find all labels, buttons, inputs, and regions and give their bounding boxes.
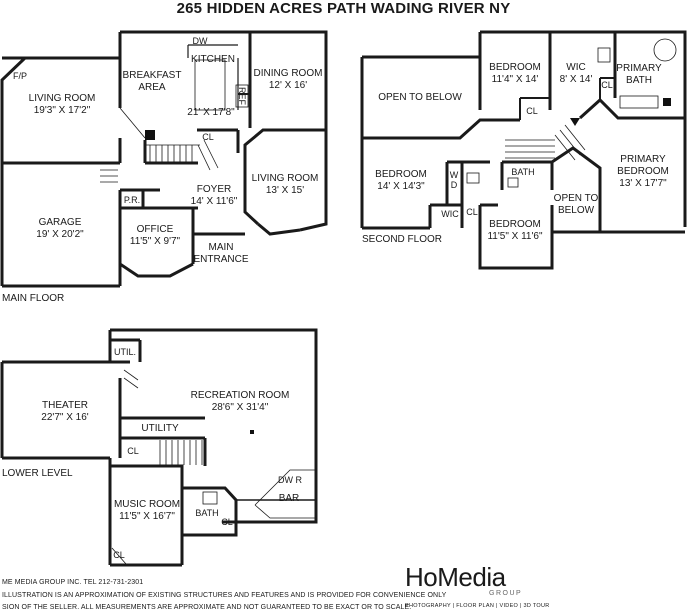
living-room-size: 19'3" X 17'2" (33, 105, 91, 116)
music-room-label: MUSIC ROOM 11'5" X 16'7" (114, 499, 180, 523)
dishwasher-label: DW (192, 36, 208, 46)
theater-name: THEATER (42, 400, 88, 411)
garage-size: 19' X 20'2" (36, 229, 84, 240)
bedroom-1-size: 11'4" X 14' (491, 74, 539, 85)
footer-disclaimer-2: SION OF THE SELLER. ALL MEASUREMENTS ARE… (2, 604, 412, 611)
lower-level-label: LOWER LEVEL (2, 468, 73, 479)
closet-lower-1-label: CL (127, 446, 139, 456)
closet-2-label: CL (601, 80, 613, 90)
main-entrance-name-2: ENTRANCE (193, 254, 249, 265)
office-name: OFFICE (136, 224, 174, 235)
closet-lower-2-label: CL (221, 517, 233, 527)
closet-1-label: CL (526, 106, 538, 116)
bedroom-3-size: 11'5" X 11'6" (487, 231, 543, 242)
primary-bedroom-size: 13' X 17'7" (619, 178, 667, 189)
living-room-2-label: LIVING ROOM 13' X 15' (252, 173, 319, 197)
footer-disclaimer-1: ILLUSTRATION IS AN APPROXIMATION OF EXIS… (2, 592, 447, 599)
bedroom-1-label: BEDROOM 11'4" X 14' (489, 62, 541, 86)
bath-label: BATH (511, 167, 535, 177)
lower-stairs (111, 369, 316, 565)
open-to-below-2-line1: OPEN TO (553, 193, 599, 204)
wic-1-size: 8' X 14' (559, 74, 593, 85)
washer-dryer-label: W D (449, 170, 459, 190)
fireplace-label: F/P (12, 71, 28, 81)
second-floor-label: SECOND FLOOR (362, 234, 443, 245)
primary-bath-name: PRIMARY (616, 63, 662, 74)
main-entrance-label: MAIN ENTRANCE (193, 242, 248, 266)
theater-label: THEATER 22'7" X 16' (41, 400, 88, 424)
bedroom-1-name: BEDROOM (489, 62, 541, 73)
logo-wordmark: HoMedia (405, 562, 506, 592)
wic-1-label: WIC 8' X 14' (560, 62, 593, 86)
closet-3-label: CL (466, 207, 478, 217)
primary-bedroom-name-2: BEDROOM (617, 166, 669, 177)
logo-group-text: GROUP (489, 590, 523, 597)
bar-label: BAR (278, 493, 300, 504)
homedia-logo: HoMedia GROUP PHOTOGRAPHY | FLOOR PLAN |… (405, 562, 549, 612)
music-room-size: 11'5" X 16'7" (119, 511, 175, 522)
music-room-name: MUSIC ROOM (113, 499, 181, 510)
recreation-room-name: RECREATION ROOM (190, 390, 290, 401)
second-floor-walls (360, 30, 687, 270)
primary-bath-label: PRIMARY BATH (616, 63, 661, 87)
kitchen-counters (119, 59, 249, 139)
bedroom-3-label: BEDROOM 11'5" X 11'6" (487, 219, 542, 243)
open-to-below-1: OPEN TO BELOW (378, 92, 462, 103)
util-label: UTIL. (113, 347, 137, 357)
wic-1-name: WIC (566, 62, 586, 73)
foyer-label: FOYER 14' X 11'6" (191, 184, 238, 208)
open-to-below-2: OPEN TO BELOW (554, 193, 599, 217)
footer-company: ME MEDIA GROUP INC. TEL 212-731-2301 (2, 579, 144, 586)
refrigerator-label: REF (237, 87, 247, 105)
dining-room-label: DINING ROOM 12' X 16' (254, 68, 323, 92)
breakfast-area-label: BREAKFAST AREA (123, 70, 182, 94)
lower-bath-label: BATH (195, 508, 219, 518)
primary-bedroom-label: PRIMARY BEDROOM 13' X 17'7" (617, 154, 669, 190)
utility-label: UTILITY (141, 423, 179, 434)
closet-lower-3-label: CL (113, 550, 125, 560)
main-entrance-name: MAIN (208, 242, 234, 253)
bedroom-2-name: BEDROOM (375, 169, 427, 180)
recreation-room-size: 28'6" X 31'4" (211, 402, 269, 413)
property-title: 265 HIDDEN ACRES PATH WADING RIVER NY (176, 0, 511, 17)
lower-level-walls (0, 328, 318, 567)
primary-bedroom-name: PRIMARY (620, 154, 666, 165)
living-room-2-size: 13' X 15' (265, 185, 305, 196)
powder-room-label: P.R. (123, 195, 141, 205)
office-label: OFFICE 11'5" X 9'7" (130, 224, 180, 248)
breakfast-name-2: AREA (138, 82, 166, 93)
primary-bath-name-2: BATH (626, 75, 652, 86)
wic-2-label: WIC (441, 209, 459, 219)
logo-tagline: PHOTOGRAPHY | FLOOR PLAN | VIDEO | 3D TO… (405, 603, 550, 609)
dining-room-name: DINING ROOM (253, 68, 323, 79)
main-floor-walls (0, 30, 328, 288)
second-floor-stairs (466, 38, 677, 188)
dining-room-size: 12' X 16' (268, 80, 308, 91)
foyer-name: FOYER (196, 184, 232, 195)
bedroom-2-label: BEDROOM 14' X 14'3" (375, 169, 427, 193)
office-size: 11'5" X 9'7" (129, 236, 181, 247)
living-room-name: LIVING ROOM (28, 93, 96, 104)
foyer-size: 14' X 11'6" (190, 196, 238, 207)
kitchen-name: KITCHEN (191, 54, 235, 65)
main-floor-label: MAIN FLOOR (2, 293, 65, 304)
living-room-2-name: LIVING ROOM (251, 173, 319, 184)
recreation-room-label: RECREATION ROOM 28'6" X 31'4" (191, 390, 290, 414)
bedroom-2-size: 14' X 14'3" (377, 181, 425, 192)
main-stairs (100, 139, 219, 183)
kitchen-size: 21' X 17'8" (187, 107, 235, 118)
theater-size: 22'7" X 16' (41, 412, 89, 423)
bedroom-3-name: BEDROOM (489, 219, 541, 230)
closet-label: CL (202, 132, 214, 142)
dishwasher-fridge-label: DW R (278, 475, 302, 485)
garage-label: GARAGE 19' X 20'2" (36, 217, 83, 241)
breakfast-name: BREAKFAST (122, 70, 182, 81)
garage-name: GARAGE (38, 217, 82, 228)
living-room-label: LIVING ROOM 19'3" X 17'2" (29, 93, 96, 117)
open-to-below-2-line2: BELOW (557, 205, 595, 216)
